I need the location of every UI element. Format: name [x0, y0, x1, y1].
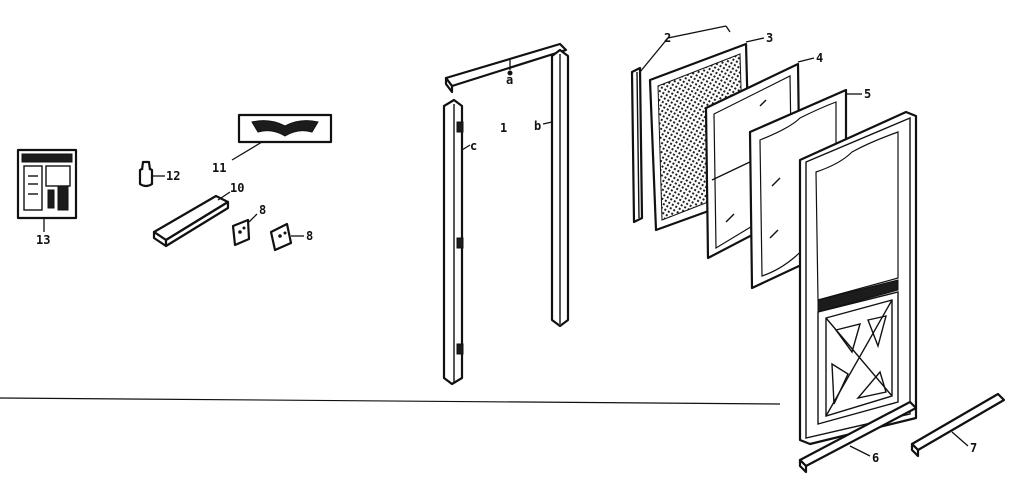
callout-8-bottom: 8 [306, 229, 313, 243]
part-2-expander-strip [630, 66, 644, 224]
part-10-sweep-bar [152, 194, 230, 248]
part-12-touch-up-bottle [138, 160, 154, 188]
part-13-instruction-card [16, 148, 78, 220]
part-c-hinge-jamb [442, 98, 464, 386]
callout-a: a [506, 73, 513, 87]
callout-6: 6 [872, 451, 879, 465]
callout-12: 12 [166, 169, 180, 183]
callout-4: 4 [816, 51, 823, 65]
callout-11: 11 [212, 161, 226, 175]
part-9-bracket [231, 218, 251, 247]
callout-c: c [470, 139, 477, 153]
part-11-decorative-plate [237, 113, 333, 144]
ground-line [0, 397, 781, 405]
part-a-header-rail [444, 42, 568, 94]
callout-1: 1 [500, 121, 507, 135]
callout-2: 2 [664, 31, 671, 45]
part-6-bottom-sweep [798, 400, 918, 474]
part-7-bottom-rail [910, 392, 1006, 458]
callout-5: 5 [864, 87, 871, 101]
part-8-bracket [269, 222, 293, 252]
callout-3: 3 [766, 31, 773, 45]
part-b-latch-jamb [550, 48, 570, 328]
callout-7: 7 [970, 441, 977, 455]
callout-10: 10 [230, 181, 244, 195]
main-door-panel [798, 110, 918, 446]
callout-8-top: 8 [259, 203, 266, 217]
callout-13: 13 [36, 233, 50, 247]
callout-b: b [534, 119, 541, 133]
